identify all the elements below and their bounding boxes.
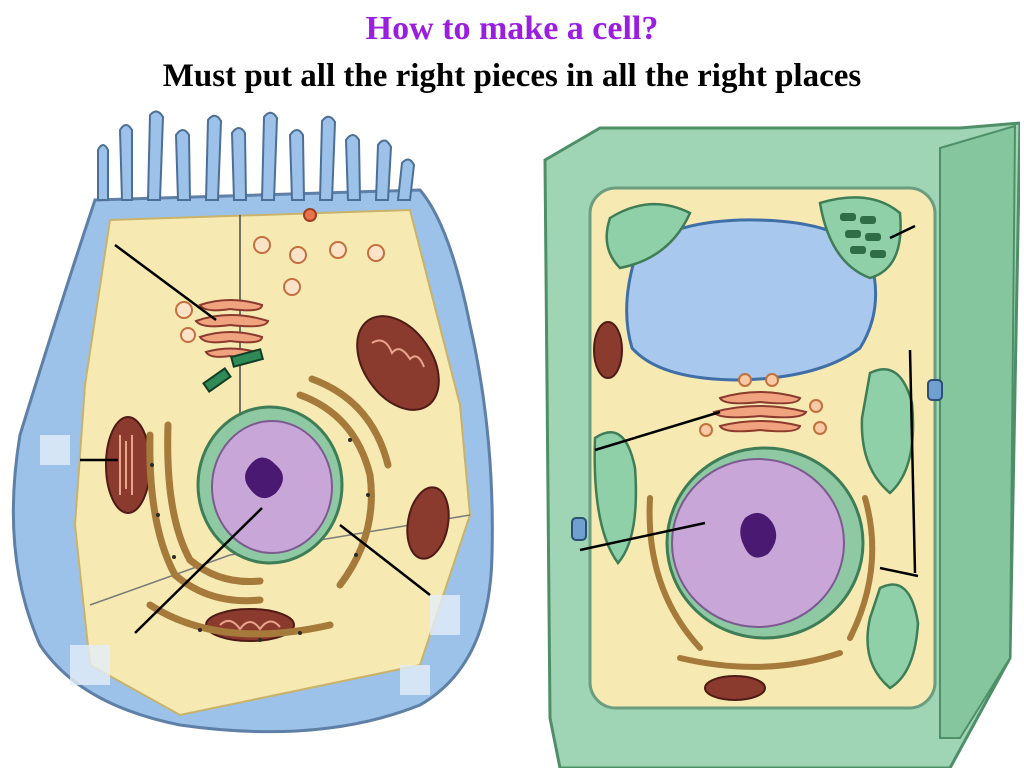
vesicles [175,236,385,343]
plant-golgi [712,391,808,433]
animal-leader-lines [80,243,431,634]
plant-nucleolus [740,512,777,558]
nucleolus [245,457,283,499]
chloroplast-grana [818,196,902,280]
animal-nucleus [196,405,344,565]
plant-leader-lines [579,224,919,578]
plant-cell-diagram [543,121,1020,768]
endoplasmic-reticulum [146,375,392,638]
slide-title: How to make a cell? [365,10,659,47]
microvilli [97,110,416,201]
central-vacuole [625,218,878,382]
plasmodesmata [571,379,943,541]
plant-nucleus [665,446,865,640]
centrioles [202,348,265,393]
plant-er [646,495,876,670]
animal-cell-diagram [11,110,494,734]
slide-subtitle: Must put all the right pieces in all the… [162,58,862,94]
chloroplasts [593,202,920,690]
plant-mitochondria [593,321,766,701]
